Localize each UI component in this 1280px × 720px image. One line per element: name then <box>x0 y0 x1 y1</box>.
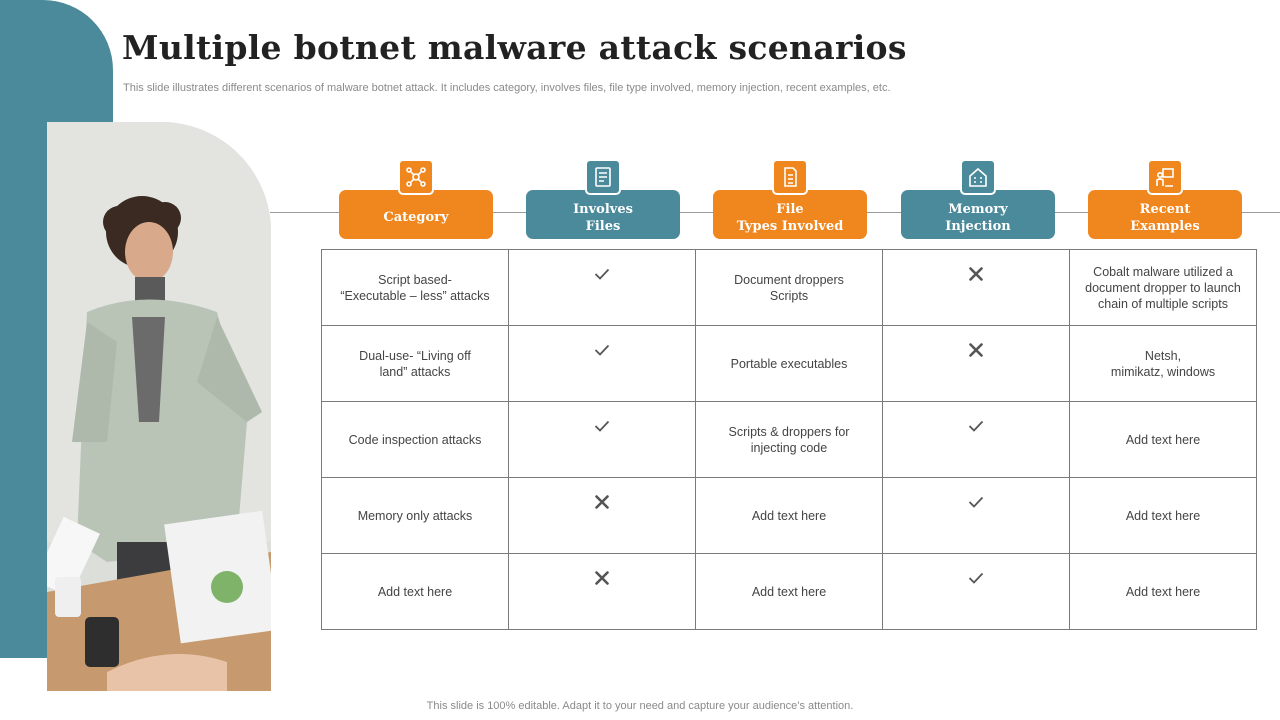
cross-icon <box>969 266 983 285</box>
table-cell-memory-injection <box>882 477 1070 554</box>
check-icon <box>594 268 610 284</box>
table-cell-examples: Cobalt malware utilized a document dropp… <box>1069 249 1257 326</box>
check-icon <box>594 420 610 436</box>
cross-icon <box>969 342 983 361</box>
table-cell-involves-files <box>508 477 696 554</box>
document-list-icon <box>585 159 621 195</box>
table-cell-memory-injection <box>882 325 1070 402</box>
table-cell-involves-files <box>508 401 696 478</box>
table-cell-category: Code inspection attacks <box>321 401 509 478</box>
table-cell-memory-injection <box>882 249 1070 326</box>
network-icon <box>398 159 434 195</box>
table-cell-involves-files <box>508 553 696 630</box>
table-cell-memory-injection <box>882 553 1070 630</box>
table-cell-involves-files <box>508 325 696 402</box>
column-header-category: Category <box>339 159 493 239</box>
cross-icon <box>595 494 609 513</box>
table-row: Script based-“Executable – less” attacks… <box>321 249 1257 326</box>
table-cell-category: Memory only attacks <box>321 477 509 554</box>
check-icon <box>594 344 610 360</box>
table-cell-category: Add text here <box>321 553 509 630</box>
table-row: Add text here Add text here Add text here <box>321 553 1257 630</box>
page-title: Multiple botnet malware attack scenarios <box>122 28 907 67</box>
table-row: Memory only attacks Add text here Add text… <box>321 477 1257 554</box>
table-cell-examples: Add text here <box>1069 553 1257 630</box>
table-cell-file-types: Add text here <box>695 553 883 630</box>
page-subtitle: This slide illustrates different scenari… <box>123 82 891 94</box>
woman-presenting-photo <box>47 122 271 691</box>
table-cell-memory-injection <box>882 401 1070 478</box>
table-cell-category: Script based-“Executable – less” attacks <box>321 249 509 326</box>
table-cell-file-types: Add text here <box>695 477 883 554</box>
table-row: Code inspection attacks Scripts & dropper… <box>321 401 1257 478</box>
check-icon <box>968 496 984 512</box>
check-icon <box>968 572 984 588</box>
attack-scenarios-table: Script based-“Executable – less” attacks… <box>321 249 1257 630</box>
table-cell-involves-files <box>508 249 696 326</box>
cross-icon <box>595 570 609 589</box>
building-icon <box>960 159 996 195</box>
column-label: Category <box>339 190 493 239</box>
footer-note: This slide is 100% editable. Adapt it to… <box>426 700 854 712</box>
table-cell-file-types: Portable executables <box>695 325 883 402</box>
file-icon <box>772 159 808 195</box>
table-cell-examples: Add text here <box>1069 401 1257 478</box>
table-cell-examples: Add text here <box>1069 477 1257 554</box>
table-cell-examples: Netsh,mimikatz, windows <box>1069 325 1257 402</box>
presentation-icon <box>1147 159 1183 195</box>
check-icon <box>968 420 984 436</box>
